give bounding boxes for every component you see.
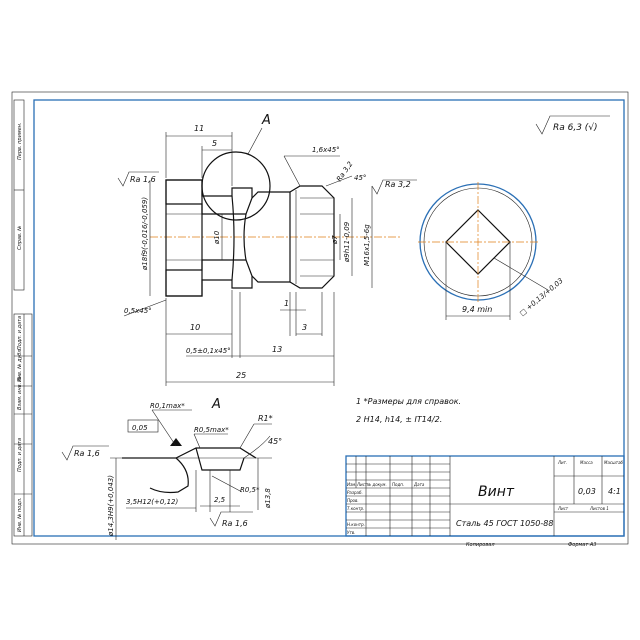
stamp-podp2: Подп. и дата <box>17 438 23 472</box>
dim-square: □ +0,13/+0,03 <box>518 277 565 318</box>
dim-13: 13 <box>272 345 282 354</box>
outer-border <box>11 91 629 545</box>
stamp-sprav: Справ. № <box>17 226 23 250</box>
datum-triangle-icon <box>170 438 182 446</box>
side-stamp-column: Перв. примен. Справ. № Подп. и дата Инв.… <box>13 99 33 537</box>
detail-view: A R0,1max* 0,05 R0,5max* R1* 45° Ra 1,6 … <box>61 397 282 540</box>
technical-notes: 1 *Размеры для справок. 2 H14, h14, ± IT… <box>356 397 461 424</box>
dim-dia9h11: ø9h11-0,09 <box>343 221 351 263</box>
dim-dia7: ø7 <box>331 235 339 245</box>
tb-col-list: Лист <box>356 482 368 487</box>
tb-role-razrab: Разраб. <box>347 490 363 495</box>
detail-a-circle <box>201 151 271 221</box>
dim-25-detail: 2,5 <box>214 496 226 504</box>
dim-flat-94: 9,4 min <box>462 305 492 314</box>
thread-outline <box>289 185 335 289</box>
dim-35h12: 3,5H12(+0,12) <box>126 498 178 506</box>
dim-ra16-detail-b: Ra 1,6 <box>222 519 248 528</box>
tb-col-doc: № докум. <box>366 482 387 487</box>
detail-head-section <box>122 457 189 494</box>
dim-5: 5 <box>212 139 217 148</box>
title-block: Изм. Лист № докум. Подп. Дата Разраб. Пр… <box>345 455 625 548</box>
dim-ra32-b: Ra 3,2 <box>385 180 411 189</box>
dim-angle-45: 45° <box>354 174 366 182</box>
head-upper-section <box>165 179 253 215</box>
head-outline <box>165 179 203 297</box>
section-a-label: A <box>261 113 271 128</box>
dim-thread: M16x1,5-6g <box>363 224 371 266</box>
tb-mass: 0,03 <box>578 487 596 496</box>
dim-chamfer-16: 1,6x45° <box>312 146 340 154</box>
stamp-inv-dubl: Инв. № дубл. <box>17 348 23 382</box>
tb-head-lit: Лит. <box>557 460 567 465</box>
stamp-podp1: Подп. и дата <box>17 316 23 350</box>
tb-role-tkontr: Т.контр. <box>347 506 364 511</box>
dim-10: 10 <box>190 323 200 332</box>
tb-role-prov: Пров. <box>347 498 359 503</box>
tb-sheet: Лист <box>557 506 569 511</box>
dim-chamfer-05: 0,5x45° <box>124 307 152 315</box>
general-roughness: Ra 6,3 (√) <box>535 115 610 135</box>
dim-dia10: ø10 <box>213 230 221 245</box>
shank-outline <box>251 191 291 283</box>
tb-col-podp: Подп. <box>392 482 404 487</box>
stamp-inv-podl: Инв. № подл. <box>17 498 23 533</box>
tb-role-nkontr: Н.контр. <box>347 522 365 527</box>
tb-copied: Копировал <box>466 542 495 548</box>
main-view: A 11 5 1,6x45° Ra 3,2 45° Ra 3,2 Ra 1,6 … <box>117 113 417 386</box>
tb-head-mass: Масса <box>580 460 593 465</box>
stamp-perv: Перв. примен. <box>17 122 23 160</box>
tb-col-date: Дата <box>413 482 425 487</box>
note-2: 2 H14, h14, ± IT14/2. <box>356 415 442 424</box>
tb-col-izm: Изм. <box>347 482 356 487</box>
tb-scale: 4:1 <box>608 487 621 496</box>
dim-r05max: R0,5max* <box>194 426 229 434</box>
dim-ra16-detail-a: Ra 1,6 <box>74 449 100 458</box>
dim-05-01: 0,5±0,1x45° <box>186 347 231 355</box>
tb-sheets: Листов 1 <box>589 506 609 511</box>
roughness-general-text: Ra 6,3 (√) <box>553 122 598 133</box>
tb-head-scale: Масштаб <box>604 460 624 465</box>
dim-r05: R0,5* <box>240 486 260 494</box>
inner-frame <box>33 99 625 537</box>
tb-part-name: Винт <box>478 484 515 500</box>
dim-005: 0,05 <box>132 424 148 432</box>
tb-format: Формат А3 <box>568 542 596 548</box>
dim-dia138: ø13,8 <box>264 488 272 509</box>
dim-angle-45-detail: 45° <box>268 437 282 446</box>
dim-ra32-a: Ra 3,2 <box>335 160 355 183</box>
tb-material: Сталь 45 ГОСТ 1050-88 <box>456 519 553 528</box>
dim-3: 3 <box>302 323 307 332</box>
dim-11: 11 <box>194 124 204 133</box>
dim-r01: R0,1max* <box>150 402 185 410</box>
head-lower-section <box>165 259 253 297</box>
dim-dia143: ø14,3H9(+0,043) <box>107 475 115 537</box>
dim-ra16: Ra 1,6 <box>130 175 156 184</box>
end-view: 9,4 min □ +0,13/+0,03 <box>418 182 565 320</box>
detail-label: A <box>211 397 221 412</box>
dim-r1: R1* <box>258 414 273 423</box>
dim-dia18: ø18f9(-0,016/-0,059) <box>141 197 149 271</box>
tb-role-utv: Утв. <box>347 530 355 535</box>
dim-1: 1 <box>284 299 289 308</box>
dim-25: 25 <box>236 371 246 380</box>
note-1: 1 *Размеры для справок. <box>356 397 461 406</box>
stamp-vzam: Взам. инв. № <box>17 376 23 410</box>
